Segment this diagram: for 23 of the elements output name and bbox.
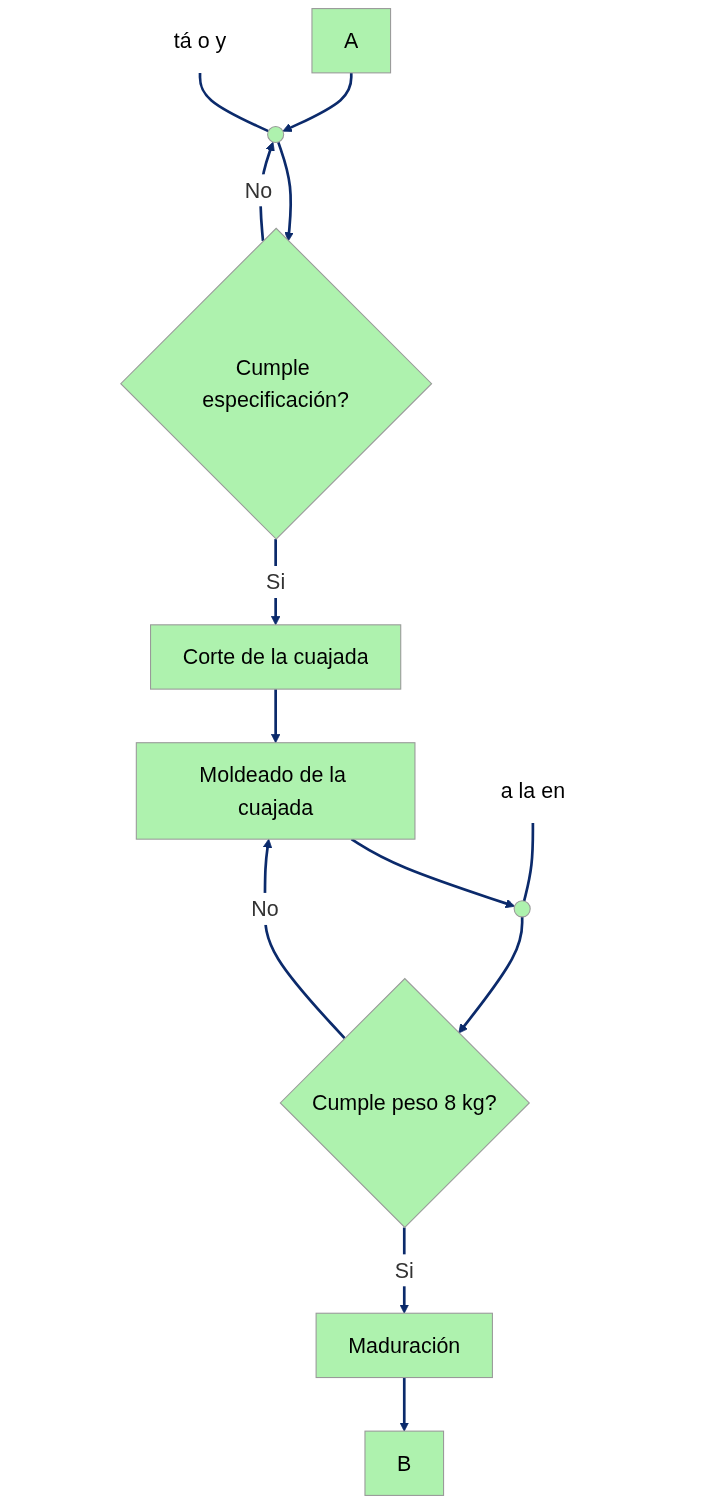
arrow (399, 1377, 409, 1432)
arrow (270, 689, 281, 744)
edge-label: No (251, 897, 279, 921)
node-text: a la en (500, 779, 566, 803)
edge-label: No (244, 178, 273, 203)
node-diamond: Cumple especificación? (120, 227, 433, 540)
edge-label: Si (266, 570, 286, 594)
node-box: B (364, 1430, 445, 1496)
connector (198, 72, 269, 133)
connector (522, 823, 535, 902)
node-box: Corte de la cuajada (150, 624, 402, 690)
node-box: Moldeado de la cuajada (135, 742, 416, 840)
edge-label: Si (394, 1258, 414, 1283)
arrow (282, 72, 353, 132)
arrow (350, 838, 515, 909)
node-circle (513, 900, 531, 918)
node-circle (267, 125, 285, 144)
node-text: tá o y (173, 28, 227, 53)
node-box: A (311, 8, 392, 74)
arrow (277, 141, 294, 242)
node-diamond: Cumple peso 8 kg? (279, 977, 531, 1229)
arrow (458, 916, 524, 1034)
node-box: Maduración (315, 1312, 493, 1379)
